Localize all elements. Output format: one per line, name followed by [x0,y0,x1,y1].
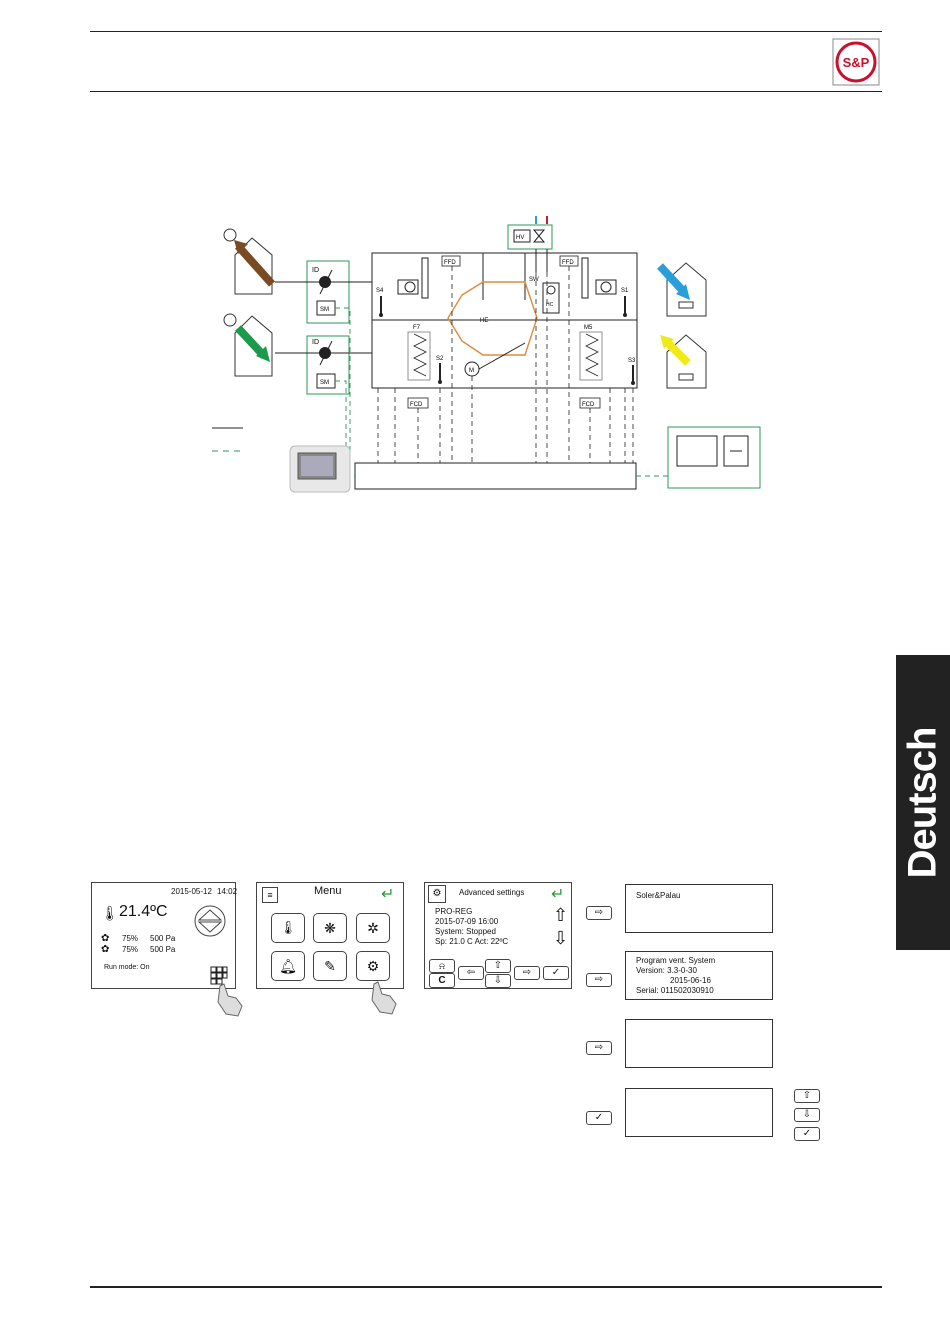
advanced-settings-screen: ⚙ Advanced settings ↵ PRO-REG 2015-07-09… [424,882,572,989]
svg-text:S2: S2 [436,356,444,362]
exhaust-house [224,229,272,294]
lcd-line: Version: 3.3-0-30 [636,966,762,976]
list-icon[interactable]: ≡ [262,887,278,903]
svg-text:HV: HV [516,235,524,241]
footer-rule [90,1286,882,1288]
svg-text:FFD: FFD [562,260,574,266]
remote-controller-box [668,427,760,488]
svg-text:S1: S1 [621,288,629,294]
damper-box-bottom: ID SM [275,336,372,394]
exhaust-fan [398,258,428,298]
clear-button[interactable]: C [429,973,455,988]
thermometer-icon: 🌡 [101,905,119,922]
fan-mode-menu-icon[interactable]: ✲ [356,913,390,943]
down-key-button[interactable]: ⇩ [485,974,511,988]
ok-key-button[interactable]: ✓ [543,966,569,980]
up-key-button[interactable]: ⇧ [794,1089,820,1103]
svg-text:SW: SW [529,277,539,283]
svg-text:M5: M5 [584,325,593,331]
svg-text:M: M [469,368,474,374]
supply-fan [582,258,616,298]
supply-house [660,263,706,316]
right-key-button[interactable]: ⇨ [514,966,540,980]
brand-logo-text: S&P [843,55,870,70]
down-key-button[interactable]: ⇩ [794,1108,820,1122]
svg-text:ID: ID [312,339,319,346]
fan-icon: ✿ [101,933,109,944]
lcd-screen-2: Program vent. System Version: 3.3-0-30 2… [625,951,773,1000]
up-key-button[interactable]: ⇧ [485,959,511,973]
hand-pointer-icon [214,982,246,1023]
left-key-button[interactable]: ⇦ [458,966,484,980]
hand-pointer-icon [368,980,400,1021]
header-rule-bottom [90,91,882,92]
menu-title: Menu [314,885,342,897]
advanced-title: Advanced settings [459,888,524,897]
lcd-line: Program vent. System [636,956,762,966]
language-tab: Deutsch [896,655,950,950]
home-time: 14:02 [217,887,237,896]
control-unit [355,463,636,489]
advanced-line4: Sp: 21.0 C Act: 22ºC [435,937,508,946]
lcd-line: 2015-06-16 [636,976,762,986]
alarm-bell-icon[interactable]: ⍾ [429,959,455,973]
right-key-button[interactable]: ⇨ [586,973,612,987]
lcd-screen-1: Soler&Palau [625,884,773,933]
intake-house [224,314,272,376]
svg-text:SM: SM [320,307,329,313]
back-arrow-icon[interactable]: ↵ [551,884,564,904]
ok-key-button[interactable]: ✓ [586,1111,612,1125]
language-tab-label: Deutsch [901,727,946,878]
svg-text:HE: HE [480,318,488,324]
alarm-bell-icon[interactable]: 🔔︎ [271,951,305,981]
brand-logo: S&P [832,38,880,86]
svg-text:F7: F7 [413,325,421,331]
fan1-pressure: 500 Pa [150,934,175,943]
temperature-menu-icon[interactable]: 🌡 [271,913,305,943]
fan1-percent: 75% [122,934,138,943]
header-rule-top [90,31,882,32]
ok-key-button[interactable]: ✓ [794,1127,820,1141]
touch-panel [290,446,350,492]
right-key-button[interactable]: ⇨ [586,906,612,920]
damper-box-top: ID SM [275,261,372,323]
svg-text:FCD: FCD [582,402,595,408]
fan-icon: ✿ [101,944,109,955]
ventilation-system-diagram: ID SM ID SM HE S4 S2 S1 S3 F7 M5 FFD [200,210,770,495]
fan2-pressure: 500 Pa [150,945,175,954]
svg-text:S3: S3 [628,358,636,364]
scroll-down-icon[interactable]: ⇩ [553,928,568,949]
svg-text:SM: SM [320,380,329,386]
home-date: 2015-05-12 [171,887,212,896]
advanced-line3: System: Stopped [435,927,496,936]
menu-screen: ≡ Menu ↵ 🌡 ❋ ✲ 🔔︎ ✎ ⚙ [256,882,404,989]
home-temperature: 21.4ºC [119,903,168,921]
lcd-screen-3 [625,1019,773,1068]
svg-text:ID: ID [312,267,319,274]
setpoint-adjust-icon[interactable] [194,905,226,937]
schedule-menu-icon[interactable]: ✎ [313,951,347,981]
svg-text:FFD: FFD [444,260,456,266]
svg-text:FCD: FCD [410,402,423,408]
lcd-screen-4 [625,1088,773,1137]
svg-text:S4: S4 [376,288,384,294]
fan-speed-menu-icon[interactable]: ❋ [313,913,347,943]
scroll-up-icon[interactable]: ⇧ [553,905,568,926]
settings-menu-icon[interactable]: ⚙ [356,951,390,981]
lcd-line: Soler&Palau [636,891,762,901]
settings-icon: ⚙ [428,885,446,903]
extract-house [660,335,706,388]
fan2-percent: 75% [122,945,138,954]
back-arrow-icon[interactable]: ↵ [381,884,394,904]
home-screen: 2015-05-12 14:02 🌡 21.4ºC ✿ 75% 500 Pa ✿… [91,882,236,989]
lcd-line: Serial: 011502030910 [636,986,762,996]
advanced-line1: PRO-REG [435,907,472,916]
advanced-line2: 2015-07-09 16:00 [435,917,498,926]
run-mode: Run mode: On [104,964,150,971]
right-key-button[interactable]: ⇨ [586,1041,612,1055]
